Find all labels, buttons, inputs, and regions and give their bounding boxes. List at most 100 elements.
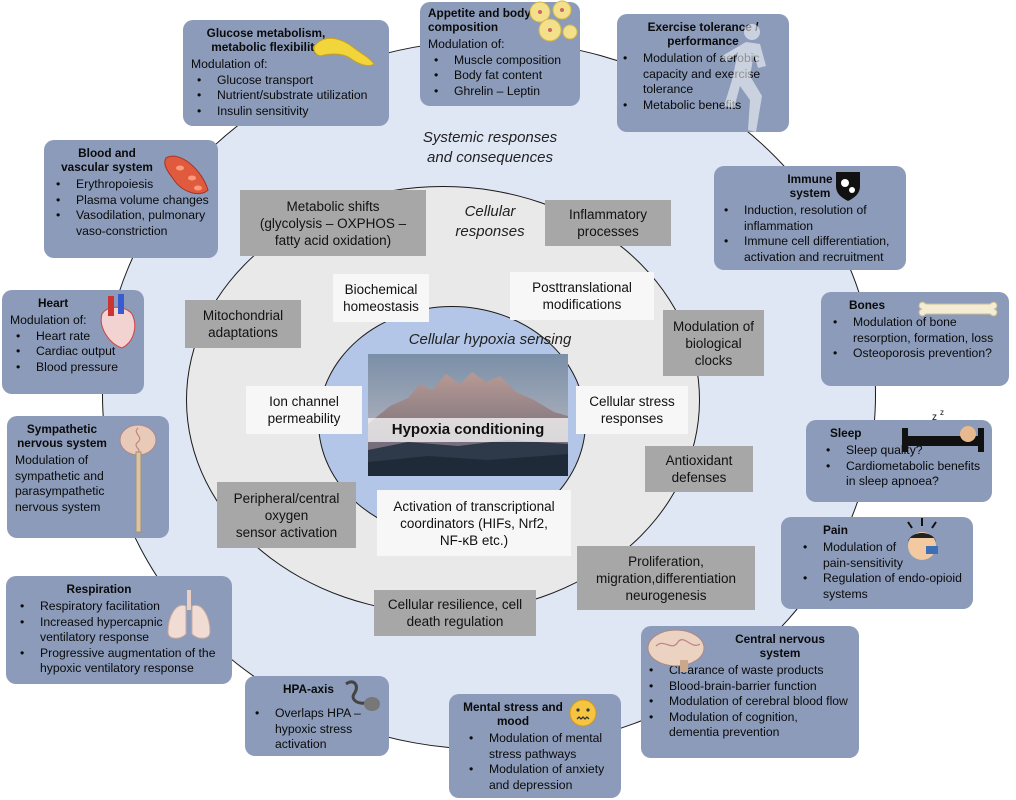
system-item: Osteoporosis prevention? xyxy=(833,346,1001,362)
virus-shield-icon xyxy=(836,172,860,201)
system-item: Glucose transport xyxy=(197,73,381,89)
cellular-biochemical-homeostasis: Biochemical homeostasis xyxy=(333,274,429,322)
sleeping-person-icon: z z xyxy=(902,408,984,452)
pancreas-icon xyxy=(313,37,375,67)
system-item-list: Modulation of pain-sensitivity xyxy=(789,540,965,571)
svg-text:z: z xyxy=(940,408,944,417)
system-item-list: Modulation of bone resorption, formation… xyxy=(829,315,1001,362)
system-subtitle: Modulation of: xyxy=(428,37,505,51)
cellular-mitochondrial-adaptations: Mitochondrial adaptations xyxy=(185,300,301,348)
system-item-list: Sleep quality? Cardiometabolic benefits … xyxy=(814,443,984,490)
lungs-icon xyxy=(167,590,211,639)
cellular-resilience: Cellular resilience, cell death regulati… xyxy=(374,590,536,636)
system-immune: Immune system Induction, resolution of i… xyxy=(714,166,906,270)
system-title: Blood and vascular system xyxy=(61,146,153,174)
system-item-list: Muscle composition Body fat content Ghre… xyxy=(428,53,572,100)
system-item: Respiratory facilitation xyxy=(20,599,224,615)
brain-spine-icon xyxy=(119,424,157,533)
system-title: Central nervous system xyxy=(735,632,825,660)
system-item: Overlaps HPA – hypoxic stress activation xyxy=(255,706,381,753)
system-item: Nutrient/substrate utilization xyxy=(197,88,381,104)
system-title: Exercise tolerance / performance xyxy=(647,20,759,48)
system-item-list: Heart rate Cardiac output Blood pressure xyxy=(10,329,136,376)
system-item: Modulation of cognition, dementia preven… xyxy=(649,710,851,741)
system-item-list: Glucose transport Nutrient/substrate uti… xyxy=(191,73,381,120)
system-item: Ghrelin – Leptin xyxy=(434,84,572,100)
anxious-face-icon xyxy=(569,699,597,727)
sensing-ring-label: Cellular hypoxia sensing xyxy=(408,331,572,348)
system-title: Heart xyxy=(38,296,69,310)
system-item: Vasodilation, pulmonary vaso-constrictio… xyxy=(56,208,210,239)
cellular-ring-label: Cellular responses xyxy=(455,203,525,240)
cellular-transcriptional-coordinators: Activation of transcriptional coordinato… xyxy=(377,490,571,556)
system-subtitle: Modulation of: xyxy=(191,57,268,71)
system-item: Modulation of pain-sensitivity xyxy=(803,540,925,571)
runner-icon xyxy=(722,24,766,132)
system-item: Blood pressure xyxy=(16,360,136,376)
system-item: Cardiometabolic benefits in sleep apnoea… xyxy=(826,459,984,490)
system-item: Modulation of bone resorption, formation… xyxy=(833,315,1001,346)
cellular-metabolic-shifts: Metabolic shifts (glycolysis – OXPHOS – … xyxy=(240,190,426,256)
system-item: Progressive augmentation of the hypoxic … xyxy=(20,646,224,677)
bone-icon xyxy=(918,301,998,317)
system-blood-vascular: Blood and vascular system Erythropoiesis… xyxy=(44,140,218,258)
system-item: Cardiac output xyxy=(16,344,136,360)
system-item-list: Respiratory facilitation Increased hyper… xyxy=(14,599,224,677)
heart-icon xyxy=(100,294,136,349)
system-item: Modulation of cerebral blood flow xyxy=(649,694,851,710)
svg-text:z: z xyxy=(932,412,937,423)
mountain-photo: Hypoxia conditioning xyxy=(368,354,568,476)
system-title: Immune system xyxy=(787,172,833,200)
system-item: Increased hypercapnic ventilatory respon… xyxy=(20,615,224,646)
system-title: Respiration xyxy=(66,582,132,596)
cellular-biological-clocks: Modulation of biological clocks xyxy=(663,310,764,376)
system-item: Immune cell differentiation, activation … xyxy=(724,234,898,265)
cellular-proliferation: Proliferation, migration,differentiation… xyxy=(577,546,755,610)
cellular-inflammatory-processes: Inflammatory processes xyxy=(545,200,671,246)
fat-cells-icon xyxy=(529,0,578,42)
system-glucose-metabolism: Glucose metabolism, metabolic flexibilit… xyxy=(183,20,389,126)
system-item: Body fat content xyxy=(434,68,572,84)
system-item: Modulation of anxiety and depression xyxy=(469,762,613,793)
system-item-list: Regulation of endo-opioid systems xyxy=(789,571,965,602)
system-item: Erythropoiesis xyxy=(56,177,210,193)
system-subtitle: Modulation of: xyxy=(10,313,87,327)
system-item: Plasma volume changes xyxy=(56,193,210,209)
system-item: Modulation of mental stress pathways xyxy=(469,731,613,762)
system-title: Pain xyxy=(823,523,848,537)
system-exercise-tolerance: Exercise tolerance / performance Modulat… xyxy=(617,14,789,132)
cellular-stress-responses: Cellular stress responses xyxy=(576,386,688,434)
pituitary-icon xyxy=(345,680,380,711)
system-pain: Pain Modulation of pain-sensitivity Regu… xyxy=(781,517,973,609)
system-item: Blood-brain-barrier function xyxy=(649,679,851,695)
system-title: Sleep xyxy=(830,426,862,440)
center-title: Hypoxia conditioning xyxy=(368,418,568,442)
system-mental-stress: Mental stress and mood Modulation of men… xyxy=(449,694,621,798)
cellular-ion-channel-permeability: Ion channel permeability xyxy=(246,386,362,434)
system-item-list: Induction, resolution of inflammation Im… xyxy=(722,203,898,265)
system-title: Bones xyxy=(849,298,886,312)
system-item-list: Erythropoiesis Plasma volume changes Vas… xyxy=(52,177,210,239)
system-central-nervous: Central nervous system Clearance of wast… xyxy=(641,626,859,758)
system-title: Sympathetic nervous system xyxy=(17,422,107,450)
blood-vessel-icon xyxy=(164,155,209,195)
system-item: Metabolic benefits xyxy=(623,98,781,114)
brain-icon xyxy=(647,629,705,672)
cellular-posttranslational-modifications: Posttranslational modifications xyxy=(510,272,654,320)
system-item-list: Clearance of waste products Blood-brain-… xyxy=(649,663,851,741)
mountain-landscape-icon xyxy=(368,354,568,476)
pain-face-icon xyxy=(907,518,938,560)
system-item: Clearance of waste products xyxy=(649,663,851,679)
cellular-oxygen-sensor-activation: Peripheral/central oxygen sensor activat… xyxy=(217,482,356,548)
system-title: Appetite and body composition xyxy=(428,6,531,34)
system-title: HPA-axis xyxy=(283,682,334,696)
system-subtitle: Modulation of sympathetic and parasympat… xyxy=(15,453,105,514)
system-item: Regulation of endo-opioid systems xyxy=(803,571,965,602)
systemic-ring-label: Systemic responses and consequences xyxy=(422,129,558,166)
system-title: Mental stress and mood xyxy=(463,700,563,728)
system-item-list: Modulation of mental stress pathways Mod… xyxy=(457,731,613,793)
system-hpa-axis: HPA-axis Overlaps HPA – hypoxic stress a… xyxy=(245,676,389,756)
system-item: Heart rate xyxy=(16,329,136,345)
cellular-antioxidant-defenses: Antioxidant defenses xyxy=(645,446,753,492)
